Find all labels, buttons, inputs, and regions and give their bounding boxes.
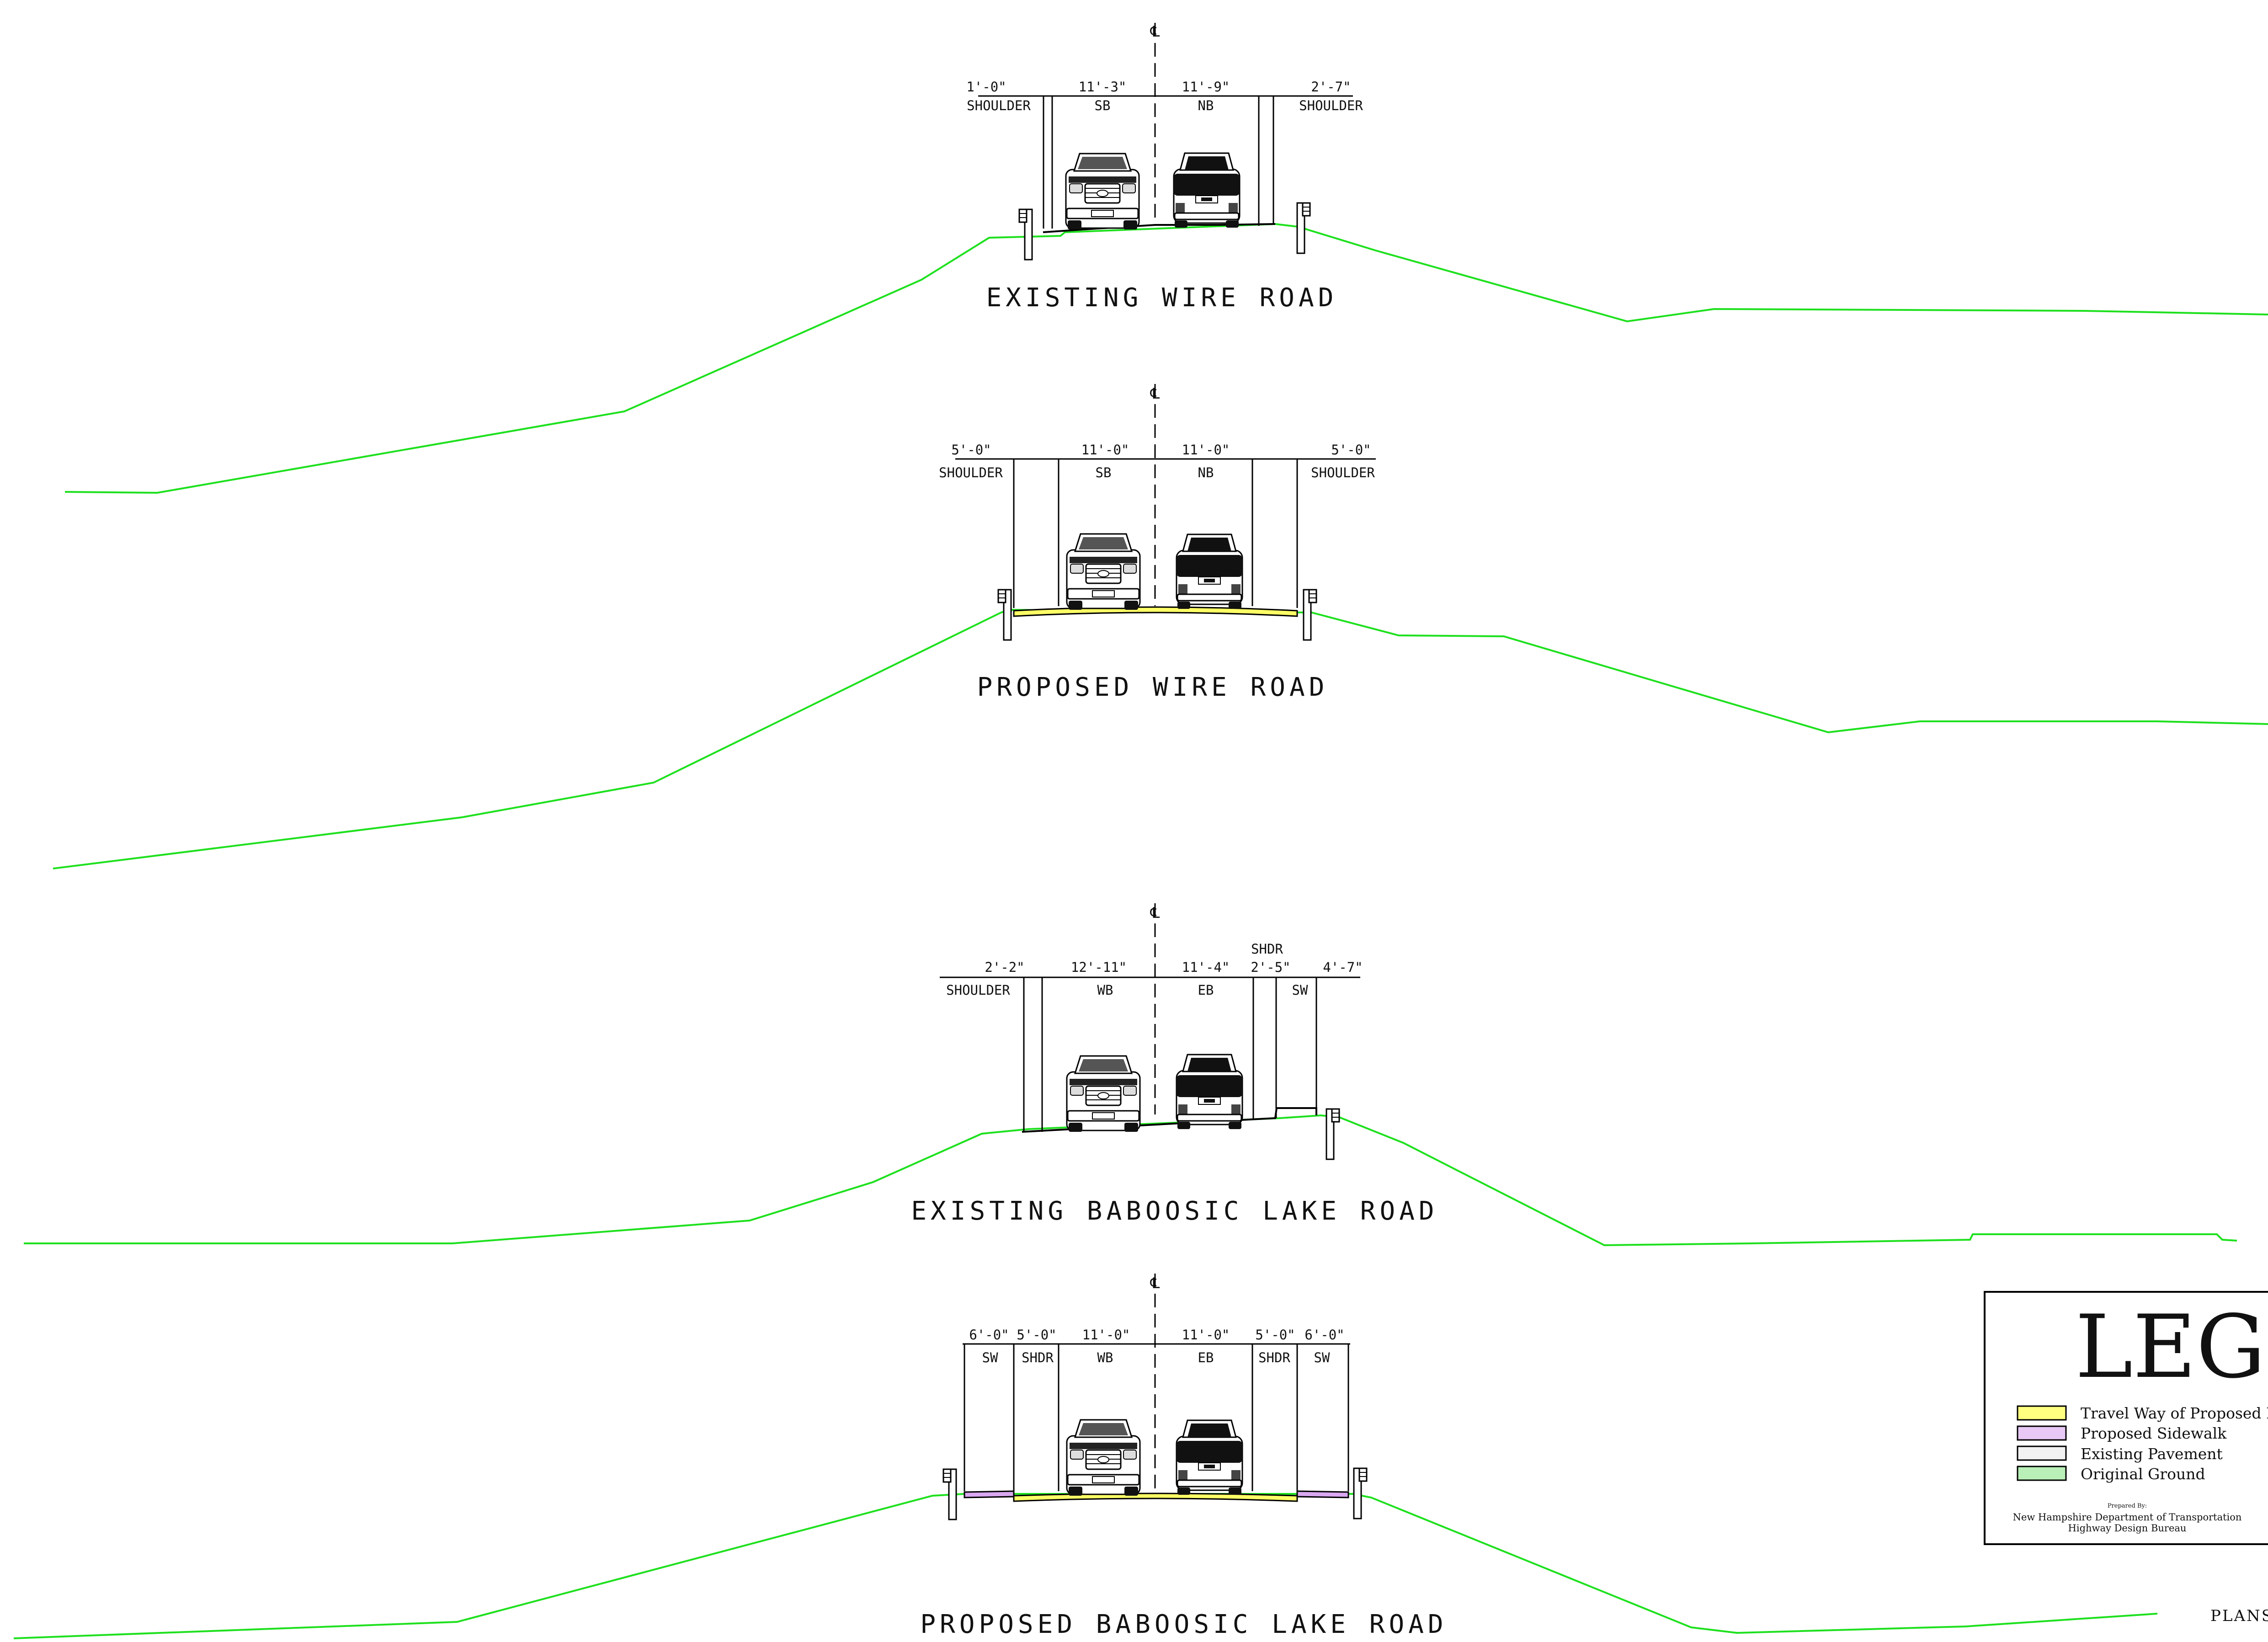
legend-item: Existing Pavement bbox=[2081, 1445, 2223, 1463]
legend-swatch bbox=[2017, 1466, 2067, 1481]
legend: LEGE Travel Way of Proposed Ro Proposed … bbox=[1984, 1291, 2268, 1545]
dim-value: 11'-0" bbox=[1081, 442, 1129, 458]
dim-label: SHDR bbox=[1022, 1350, 1054, 1365]
dim-label: SHOULDER bbox=[939, 465, 1003, 480]
dim-label: SB bbox=[1095, 98, 1111, 113]
dim-value: 2'-2" bbox=[985, 960, 1024, 975]
legend-item: Travel Way of Proposed Ro bbox=[2081, 1404, 2268, 1422]
original-ground-line bbox=[64, 223, 2268, 494]
original-ground-line bbox=[53, 608, 2268, 869]
proposed-travel-way bbox=[1013, 1493, 1298, 1502]
legend-swatch bbox=[2017, 1405, 2067, 1421]
dim-label: NB bbox=[1198, 465, 1214, 480]
dim-label: WB bbox=[1097, 1350, 1113, 1365]
legend-item: Original Ground bbox=[2081, 1465, 2205, 1483]
legend-swatch bbox=[2017, 1445, 2067, 1461]
centerline-symbol: ℄ bbox=[1150, 23, 1160, 40]
dim-label: SW bbox=[982, 1350, 998, 1365]
legend-title: LEGE bbox=[2075, 1296, 2268, 1397]
proposed-travel-way bbox=[1013, 606, 1298, 617]
car-rear-icon bbox=[1176, 1419, 1243, 1496]
plans-edge-text: PLANS bbox=[2210, 1607, 2268, 1625]
section-title: EXISTING WIRE ROAD bbox=[986, 283, 1338, 313]
guardrail-post-icon bbox=[1303, 589, 1317, 641]
section-title: PROPOSED BABOOSIC LAKE ROAD bbox=[920, 1610, 1447, 1639]
guardrail-post-icon bbox=[1296, 202, 1311, 254]
centerline-symbol: ℄ bbox=[1150, 904, 1160, 922]
car-front-icon bbox=[1066, 533, 1141, 611]
dim-label: SW bbox=[1314, 1350, 1330, 1365]
legend-swatch bbox=[2017, 1425, 2067, 1441]
dim-value: 12'-11" bbox=[1071, 960, 1127, 975]
dim-value: 2'-7" bbox=[1311, 79, 1351, 95]
dim-value: 5'-0" bbox=[1255, 1327, 1295, 1343]
proposed-sidewalk bbox=[1296, 1490, 1349, 1498]
centerline-symbol: ℄ bbox=[1150, 1274, 1160, 1292]
dim-value: 5'-0" bbox=[1017, 1327, 1056, 1343]
car-rear-icon bbox=[1176, 1054, 1243, 1130]
section-proposed-wire-road: ℄ 5'-0" SHOULDER 11'-0" SB 11'-0" NB 5'-… bbox=[53, 384, 2268, 869]
section-proposed-baboosic-lake-road: ℄ 6'-0" SW 5'-0" SHDR 11'-0" WB 11'-0" E… bbox=[13, 1274, 2158, 1639]
dim-value: 11'-0" bbox=[1082, 1327, 1130, 1343]
dim-value: 11'-3" bbox=[1079, 79, 1127, 95]
guardrail-post-icon bbox=[1353, 1467, 1368, 1519]
dim-label: SB bbox=[1096, 465, 1112, 480]
dim-label: SHOULDER bbox=[946, 982, 1010, 998]
dim-label: NB bbox=[1198, 98, 1214, 113]
guardrail-post-icon bbox=[1326, 1108, 1340, 1160]
legend-agency: New Hampshire Department of Transportati… bbox=[2013, 1512, 2242, 1523]
dim-value: 11'-9" bbox=[1182, 79, 1230, 95]
dim-value: 11'-0" bbox=[1182, 442, 1230, 458]
car-rear-icon bbox=[1176, 533, 1243, 610]
dim-label: EB bbox=[1198, 1350, 1214, 1365]
section-existing-baboosic-lake-road: ℄ SHDR 2'-2" SHOULDER 12'-11" WB 11'-4" … bbox=[24, 903, 2237, 1247]
car-front-icon bbox=[1066, 1055, 1141, 1133]
dim-label: SHOULDER bbox=[1311, 465, 1375, 480]
dim-label: SHDR bbox=[1258, 1350, 1290, 1365]
legend-prepared-by: Prepared By: bbox=[2108, 1503, 2147, 1509]
legend-item: Proposed Sidewalk bbox=[2081, 1424, 2227, 1442]
dim-value: 4'-7" bbox=[1323, 960, 1363, 975]
dim-value: 11'-0" bbox=[1182, 1327, 1230, 1343]
dim-label: SHOULDER bbox=[967, 98, 1031, 113]
centerline-symbol: ℄ bbox=[1150, 385, 1160, 402]
guardrail-post-icon bbox=[1018, 208, 1033, 261]
dim-label: WB bbox=[1097, 982, 1113, 998]
dim-value: 5'-0" bbox=[1331, 442, 1371, 458]
dim-value: 1'-0" bbox=[966, 79, 1006, 95]
dim-label: SW bbox=[1292, 982, 1308, 998]
dim-value: 5'-0" bbox=[951, 442, 991, 458]
guardrail-post-icon bbox=[997, 589, 1012, 641]
section-title: EXISTING BABOOSIC LAKE ROAD bbox=[911, 1196, 1438, 1226]
section-existing-wire-road: ℄ 1'-0" SHOULDER 11'-3" SB 11'-9" NB 2'-… bbox=[64, 23, 2268, 494]
car-front-icon bbox=[1066, 1419, 1141, 1497]
car-rear-icon bbox=[1173, 152, 1240, 229]
car-front-icon bbox=[1065, 153, 1140, 230]
shdr-label: SHDR bbox=[1251, 941, 1283, 957]
section-title: PROPOSED WIRE ROAD bbox=[977, 672, 1329, 702]
dim-value: 6'-0" bbox=[1304, 1327, 1344, 1343]
dim-value: 11'-4" bbox=[1182, 960, 1230, 975]
dim-label: EB bbox=[1198, 982, 1214, 998]
legend-bureau: Highway Design Bureau bbox=[2068, 1523, 2187, 1534]
proposed-sidewalk bbox=[964, 1490, 1015, 1498]
original-ground-line bbox=[13, 1493, 2158, 1639]
dim-value: 6'-0" bbox=[969, 1327, 1009, 1343]
dim-value: 2'-5" bbox=[1251, 960, 1290, 975]
dim-label: SHOULDER bbox=[1299, 98, 1363, 113]
